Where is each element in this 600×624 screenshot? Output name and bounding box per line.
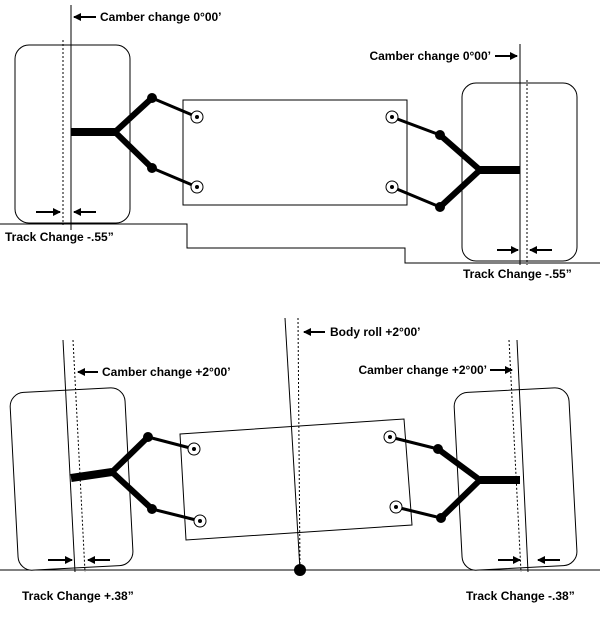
ground-line-level xyxy=(0,223,600,264)
left-suspension-roll xyxy=(70,432,207,528)
roll-center-point xyxy=(294,564,306,576)
camber-label-left-level: Camber change 0°00’ xyxy=(100,10,222,24)
right-suspension-roll xyxy=(383,430,520,523)
right-wheel-centerline-roll xyxy=(516,339,529,573)
camber-label-right-roll: Camber change +2°00’ xyxy=(358,363,487,377)
track-label-left-level: Track Change -.55” xyxy=(5,230,114,244)
right-suspension-level xyxy=(385,110,520,212)
track-label-right-level: Track Change -.55” xyxy=(463,267,572,281)
left-suspension-level xyxy=(71,93,204,194)
left-camber-reference-roll xyxy=(72,339,86,573)
level-suspension-diagram: Camber change 0°00’ Camber change 0°00’ … xyxy=(0,5,600,281)
camber-label-right-level: Camber change 0°00’ xyxy=(369,49,491,63)
right-camber-reference-roll xyxy=(508,339,522,573)
body-roll-suspension-diagram: Body roll +2°00’ Camber change +2°00’ Ca… xyxy=(0,317,600,603)
track-label-right-roll: Track Change -.38” xyxy=(466,589,575,603)
left-wheel-centerline-roll xyxy=(62,339,76,573)
chassis-frame-level xyxy=(182,99,408,206)
body-roll-label: Body roll +2°00’ xyxy=(330,325,421,339)
chassis-frame-roll xyxy=(179,418,413,541)
body-roll-axis xyxy=(284,317,301,571)
track-label-left-roll: Track Change +.38” xyxy=(22,589,134,603)
camber-label-left-roll: Camber change +2°00’ xyxy=(102,365,231,379)
